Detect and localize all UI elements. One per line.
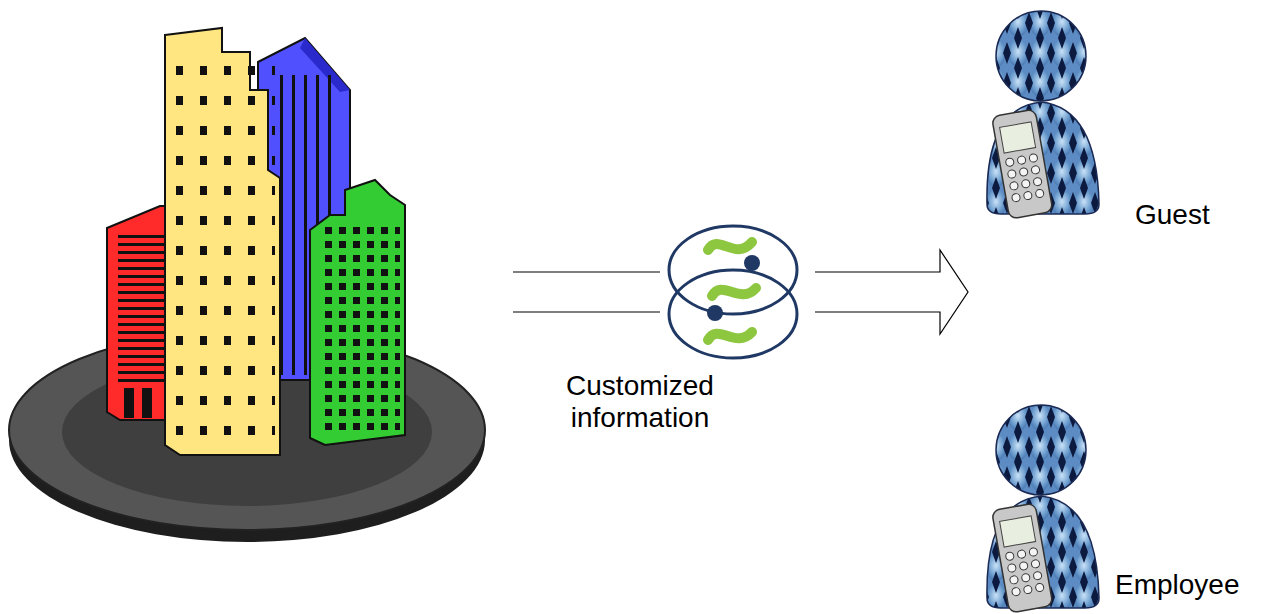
person-node: Guest [985,8,1255,240]
person-icon [985,402,1115,614]
person-label: Guest [1135,199,1210,231]
person-node: Employee [985,402,1255,614]
flow-label: Customized information [540,370,740,434]
person-label: Employee [1115,569,1240,601]
person-icon [985,8,1115,220]
logo-symbol [669,226,797,358]
